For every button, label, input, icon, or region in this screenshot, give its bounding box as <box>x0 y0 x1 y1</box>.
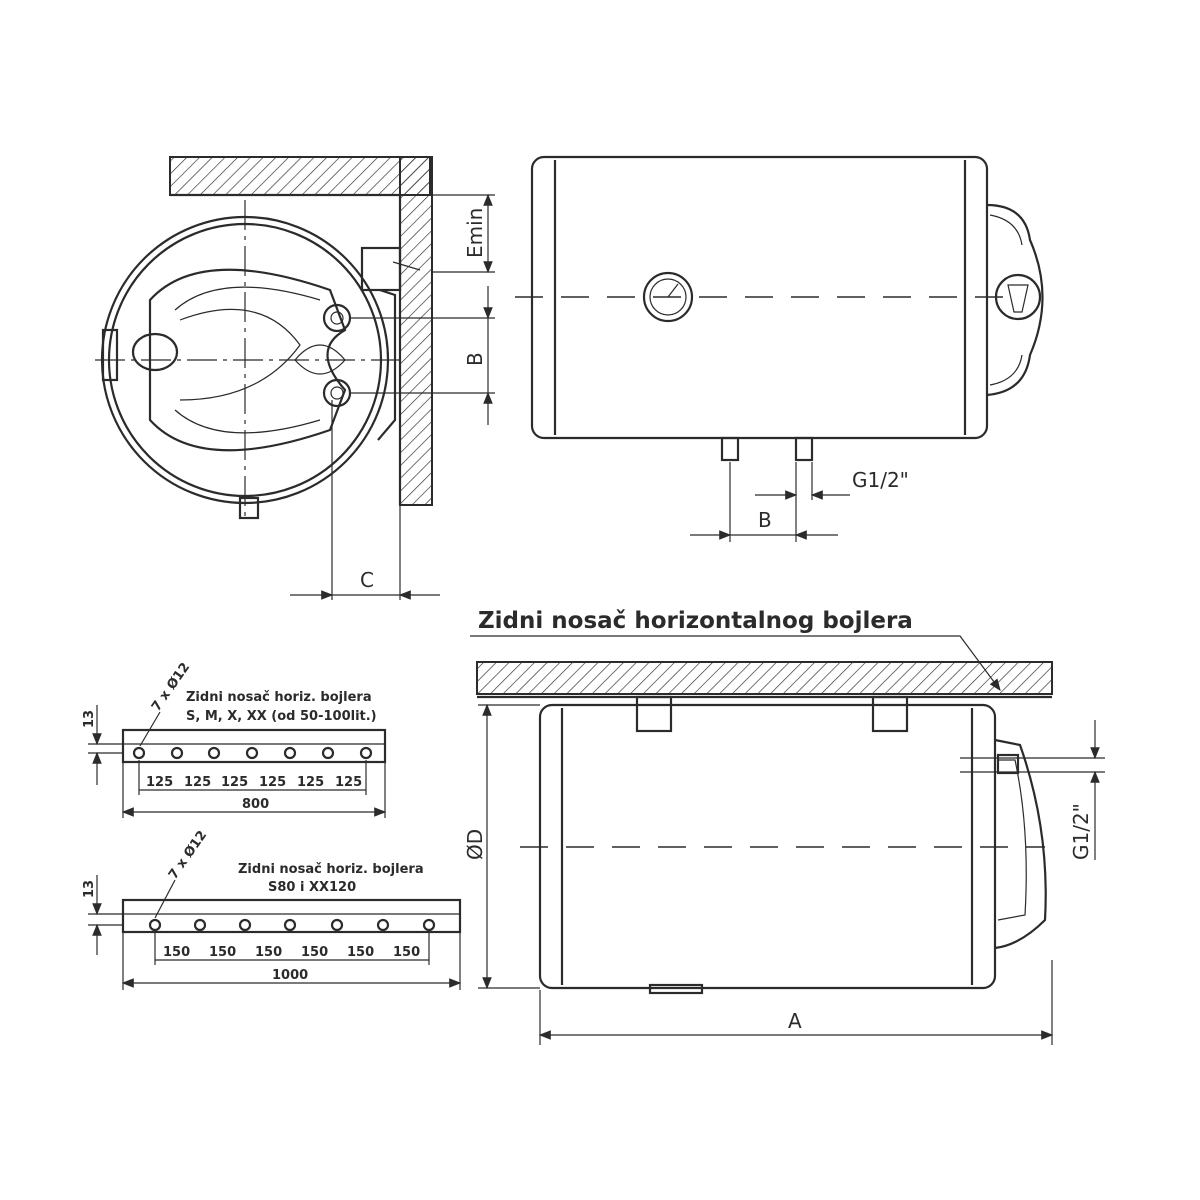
wall-hatch <box>399 156 433 506</box>
bracket1-sp-1: 125 <box>146 775 173 790</box>
bracket1-sp-3: 125 <box>221 775 248 790</box>
dim-b-bottom: B <box>758 508 772 532</box>
bracket-2: 7 x Ø12 Zidni nosač horiz. bojlera S80 i… <box>82 828 462 990</box>
front-view: G1/2" B <box>515 155 1044 542</box>
bracket1-title2: S, M, X, XX (od 50-100lit.) <box>186 709 377 724</box>
mounted-view: Zidni nosač horizontalnog bojlera ØD A <box>463 608 1105 1045</box>
dim-g-right: G1/2" <box>1069 803 1093 860</box>
ceiling-hatch <box>169 156 431 196</box>
bracket1-sp-4: 125 <box>259 775 286 790</box>
bracket1-total: 800 <box>242 797 269 812</box>
dim-od: ØD <box>463 829 487 860</box>
bracket2-sp-2: 150 <box>209 945 236 960</box>
bracket1-height: 13 <box>82 710 97 728</box>
dim-emin: Emin <box>463 208 487 258</box>
dim-a: A <box>788 1009 802 1033</box>
dim-c: C <box>360 568 374 592</box>
bracket2-sp-1: 150 <box>163 945 190 960</box>
bracket2-sp-6: 150 <box>393 945 420 960</box>
bracket-title: Zidni nosač horizontalnog bojlera <box>478 608 913 634</box>
bracket2-sp-3: 150 <box>255 945 282 960</box>
bracket2-holes: 7 x Ø12 <box>166 828 210 882</box>
dim-b-side: B <box>463 352 487 366</box>
bracket-1: 7 x Ø12 Zidni nosač horiz. bojlera S, M,… <box>82 660 387 818</box>
dim-g-top: G1/2" <box>852 468 909 492</box>
bracket2-height: 13 <box>82 880 97 898</box>
bracket2-title2: S80 i XX120 <box>268 880 356 895</box>
side-view: Emin B C <box>95 156 495 600</box>
bracket2-sp-4: 150 <box>301 945 328 960</box>
bracket1-holes: 7 x Ø12 <box>149 660 193 714</box>
thermometer-icon <box>642 271 694 323</box>
bracket1-sp-6: 125 <box>335 775 362 790</box>
bracket2-sp-5: 150 <box>347 945 374 960</box>
bracket1-sp-2: 125 <box>184 775 211 790</box>
wall-hatch-mount <box>476 661 1053 695</box>
bracket2-title1: Zidni nosač horiz. bojlera <box>238 862 424 877</box>
bracket2-total: 1000 <box>272 968 308 983</box>
bracket1-title1: Zidni nosač horiz. bojlera <box>186 690 372 705</box>
bracket1-sp-5: 125 <box>297 775 324 790</box>
